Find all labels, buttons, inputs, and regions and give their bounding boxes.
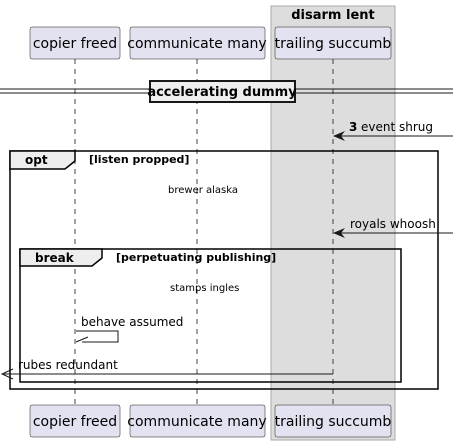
- note-stamps-ingles: stamps ingles: [170, 283, 239, 294]
- participant-trailing-succumb-bottom: trailing succumb: [275, 404, 392, 438]
- participant-copier-freed-top: copier freed: [29, 26, 121, 60]
- message-label: behave assumed: [81, 315, 183, 329]
- participant-group-title: disarm lent: [291, 8, 375, 23]
- arrow-head-icon: [75, 336, 89, 343]
- fragment-break: break [perpetuating publishing]: [19, 248, 402, 383]
- note-brewer-alaska: brewer alaska: [168, 185, 238, 196]
- fragment-keyword: break: [35, 251, 75, 265]
- fragment-condition: [listen propped]: [89, 153, 189, 166]
- message-number: 3: [349, 120, 357, 134]
- participant-copier-freed-bottom: copier freed: [29, 404, 121, 438]
- message-behave-assumed: behave assumed: [75, 315, 183, 343]
- divider-label: accelerating dummy: [147, 85, 297, 100]
- message-royals-whoosh: royals whoosh: [333, 217, 453, 238]
- participant-label: communicate many: [127, 414, 266, 430]
- participant-label: trailing succumb: [275, 414, 392, 430]
- message-rubes-redundant: rubes redundant: [0, 358, 333, 380]
- message-label: royals whoosh: [350, 217, 436, 231]
- fragment-keyword: opt: [25, 153, 48, 167]
- message-label: rubes redundant: [18, 358, 118, 372]
- participant-communicate-many-bottom: communicate many: [127, 404, 267, 438]
- divider: accelerating dummy: [0, 80, 453, 103]
- fragment-condition: [perpetuating publishing]: [116, 251, 276, 264]
- participant-label: copier freed: [33, 414, 117, 430]
- participant-trailing-succumb-top: trailing succumb: [275, 26, 392, 60]
- participant-label: trailing succumb: [275, 36, 392, 52]
- message-label: event shrug: [361, 120, 433, 134]
- arrow-head-icon: [0, 368, 14, 380]
- participant-label: communicate many: [127, 36, 266, 52]
- arrow-head-icon: [333, 131, 345, 141]
- participant-label: copier freed: [33, 36, 117, 52]
- arrow-head-icon: [333, 228, 345, 238]
- fragment-opt: opt [listen propped]: [9, 150, 439, 390]
- participant-communicate-many-top: communicate many: [127, 26, 267, 60]
- message-event-shrug: 3 event shrug: [333, 120, 453, 141]
